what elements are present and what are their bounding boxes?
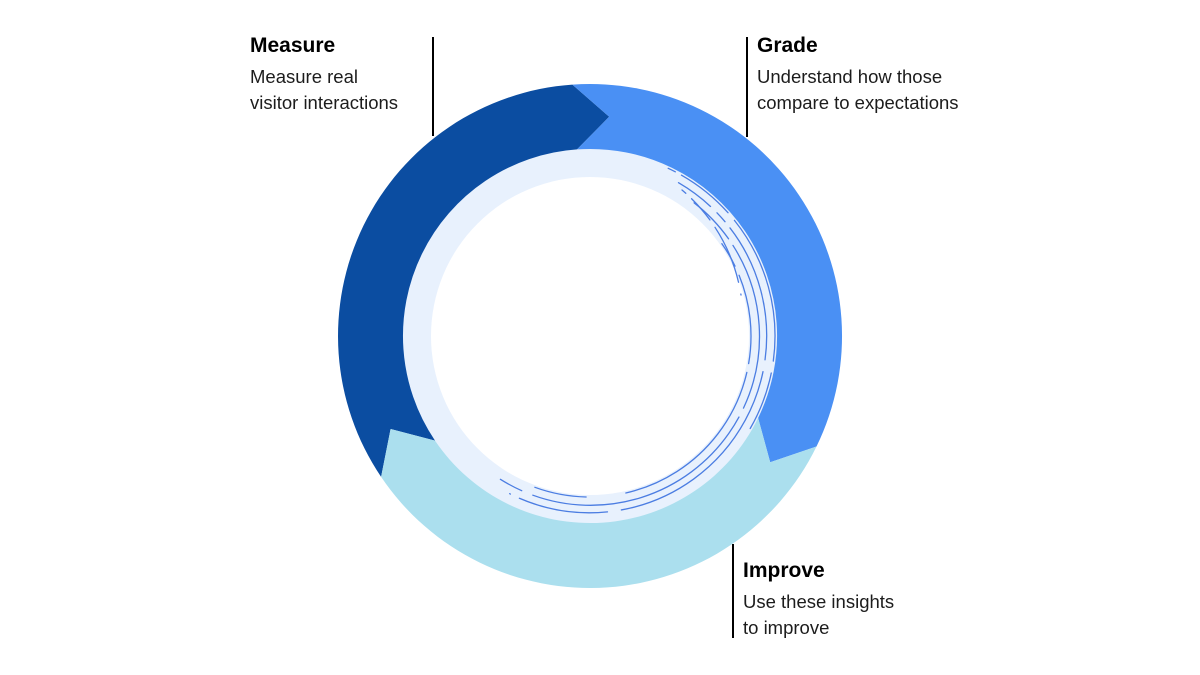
- grade-title: Grade: [757, 34, 818, 57]
- grade-description-line2: compare to expectations: [757, 92, 959, 113]
- measure-description-line2: visitor interactions: [250, 92, 399, 113]
- improve-title: Improve: [743, 559, 825, 582]
- measure-description-line1: Measure real: [250, 66, 358, 87]
- measure-connector-line: [432, 37, 434, 136]
- segment-measure: [338, 84, 610, 477]
- improve-description-line2: to improve: [743, 617, 830, 638]
- inner-swirl-lines: [499, 167, 776, 514]
- segment-improve: [381, 418, 817, 588]
- measure-title: Measure: [250, 34, 336, 57]
- grade-description-line1: Understand how those: [757, 66, 943, 87]
- improve-description-line1: Use these insights: [743, 591, 895, 612]
- center-circle: [431, 177, 749, 495]
- grade-connector-line: [746, 37, 748, 137]
- grade-label: Grade Understand how those compare to ex…: [757, 33, 959, 116]
- improve-label: Improve Use these insights to improve: [743, 558, 894, 641]
- improve-connector-line: [732, 544, 734, 638]
- segment-grade: [572, 83, 843, 463]
- measure-label: Measure Measure real visitor interaction…: [250, 33, 398, 116]
